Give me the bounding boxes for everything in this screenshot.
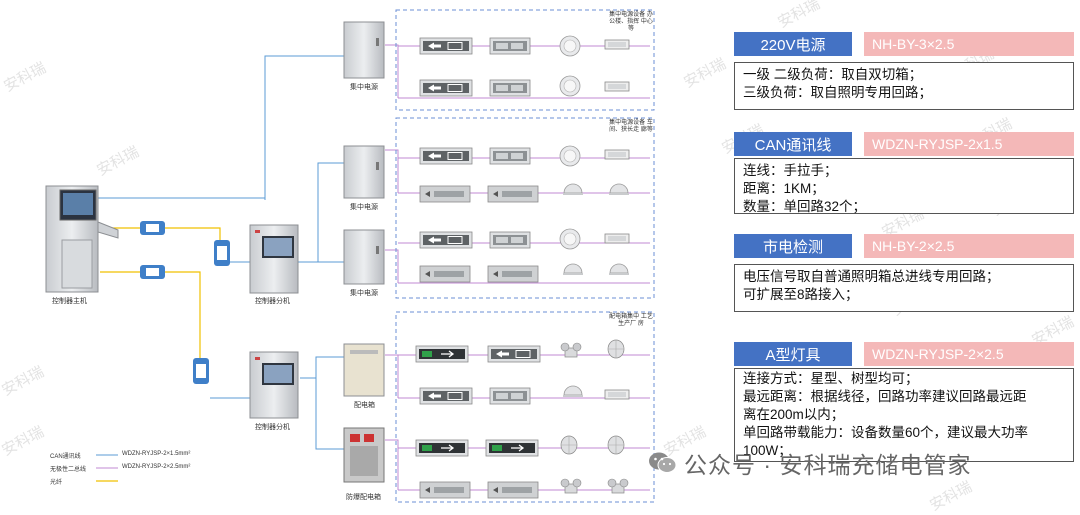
distribution-box-label: 配电箱: [354, 402, 375, 409]
controller-host: [45, 185, 119, 293]
explosion-proof-box-label: 防爆配电箱: [346, 494, 381, 501]
group-box-1: [395, 9, 655, 111]
legend-bus-cable: WDZN-RYJSP-2×2.5mm²: [122, 464, 191, 470]
legend-fiber-label: 光纤: [50, 480, 63, 486]
fixtures-row-9: [415, 435, 625, 457]
panel-3-body: 电压信号取自普通照明箱总进线专用回路； 可扩展至8路接入；: [734, 264, 1074, 312]
fixtures-row-8: [419, 385, 630, 405]
converter-3: [214, 240, 230, 266]
legend-can-label: CAN通讯线: [50, 454, 81, 460]
sub-controller-1: [249, 224, 299, 294]
power-supply-3-label: 集中电源: [350, 290, 378, 297]
panel-2-title: CAN通讯线: [734, 132, 852, 156]
sub-controller-2-label: 控制器分机: [255, 424, 290, 431]
fixtures-row-3: [419, 145, 630, 167]
sub-controller-1-label: 控制器分机: [255, 298, 290, 305]
group-box-2: [395, 117, 655, 299]
fixtures-row-10: [419, 478, 629, 499]
power-supply-3: [343, 229, 385, 285]
group-2-tag: 集中电源设备 车间、狭长走 廊等: [609, 120, 653, 133]
legend-bus-label: 无极性二总线: [50, 467, 87, 473]
panel-1-body: 一级 二级负荷：取自双切箱； 三级负荷：取自照明专用回路；: [734, 62, 1074, 110]
panel-3-title: 市电检测: [734, 234, 852, 258]
panel-3-cable: NH-BY-2×2.5: [864, 234, 1074, 258]
fixtures-row-5: [419, 228, 630, 250]
fixtures-row-2: [419, 75, 630, 97]
power-supply-1: [343, 21, 385, 79]
legend-can-cable: WDZN-RYJSP-2×1.5mm²: [122, 451, 191, 457]
explosion-proof-box: [343, 427, 385, 483]
group-box-3: [395, 311, 655, 503]
panel-1-title: 220V电源: [734, 32, 852, 56]
power-supply-2: [343, 145, 385, 199]
sub-controller-2: [249, 351, 299, 419]
wechat-icon: [649, 452, 677, 473]
panel-4-body: 连接方式：星型、树型均可； 最远距离：根据线径，回路功率建议回路最远距 离在20…: [734, 368, 1074, 462]
panel-1-cable: NH-BY-3×2.5: [864, 32, 1074, 56]
group-3-tag: 配电箱集中 工艺生产厂 房: [609, 314, 653, 327]
panel-4-cable: WDZN-RYJSP-2×2.5: [864, 342, 1074, 366]
distribution-box: [343, 343, 385, 397]
footer-text: 公众号 · 安科瑞充储电管家: [684, 452, 972, 478]
panel-2-body: 连线：手拉手； 距离：1KM； 数量：单回路32个；: [734, 158, 1074, 214]
fixtures-row-7: [415, 339, 625, 363]
converter-2: [140, 265, 165, 279]
converter-1: [140, 221, 165, 235]
converter-4: [193, 358, 209, 384]
panel-4-title: A型灯具: [734, 342, 852, 366]
power-supply-2-label: 集中电源: [350, 204, 378, 211]
power-supply-1-label: 集中电源: [350, 84, 378, 91]
host-label: 控制器主机: [52, 298, 87, 305]
wechat-footer: 公众号 · 安科瑞充储电管家: [648, 446, 971, 480]
panel-2-cable: WDZN-RYJSP-2x1.5: [864, 132, 1074, 156]
group-1-tag: 集中电源设备 办公楼、指挥 中心等: [609, 12, 653, 32]
fixtures-row-6: [419, 263, 630, 283]
